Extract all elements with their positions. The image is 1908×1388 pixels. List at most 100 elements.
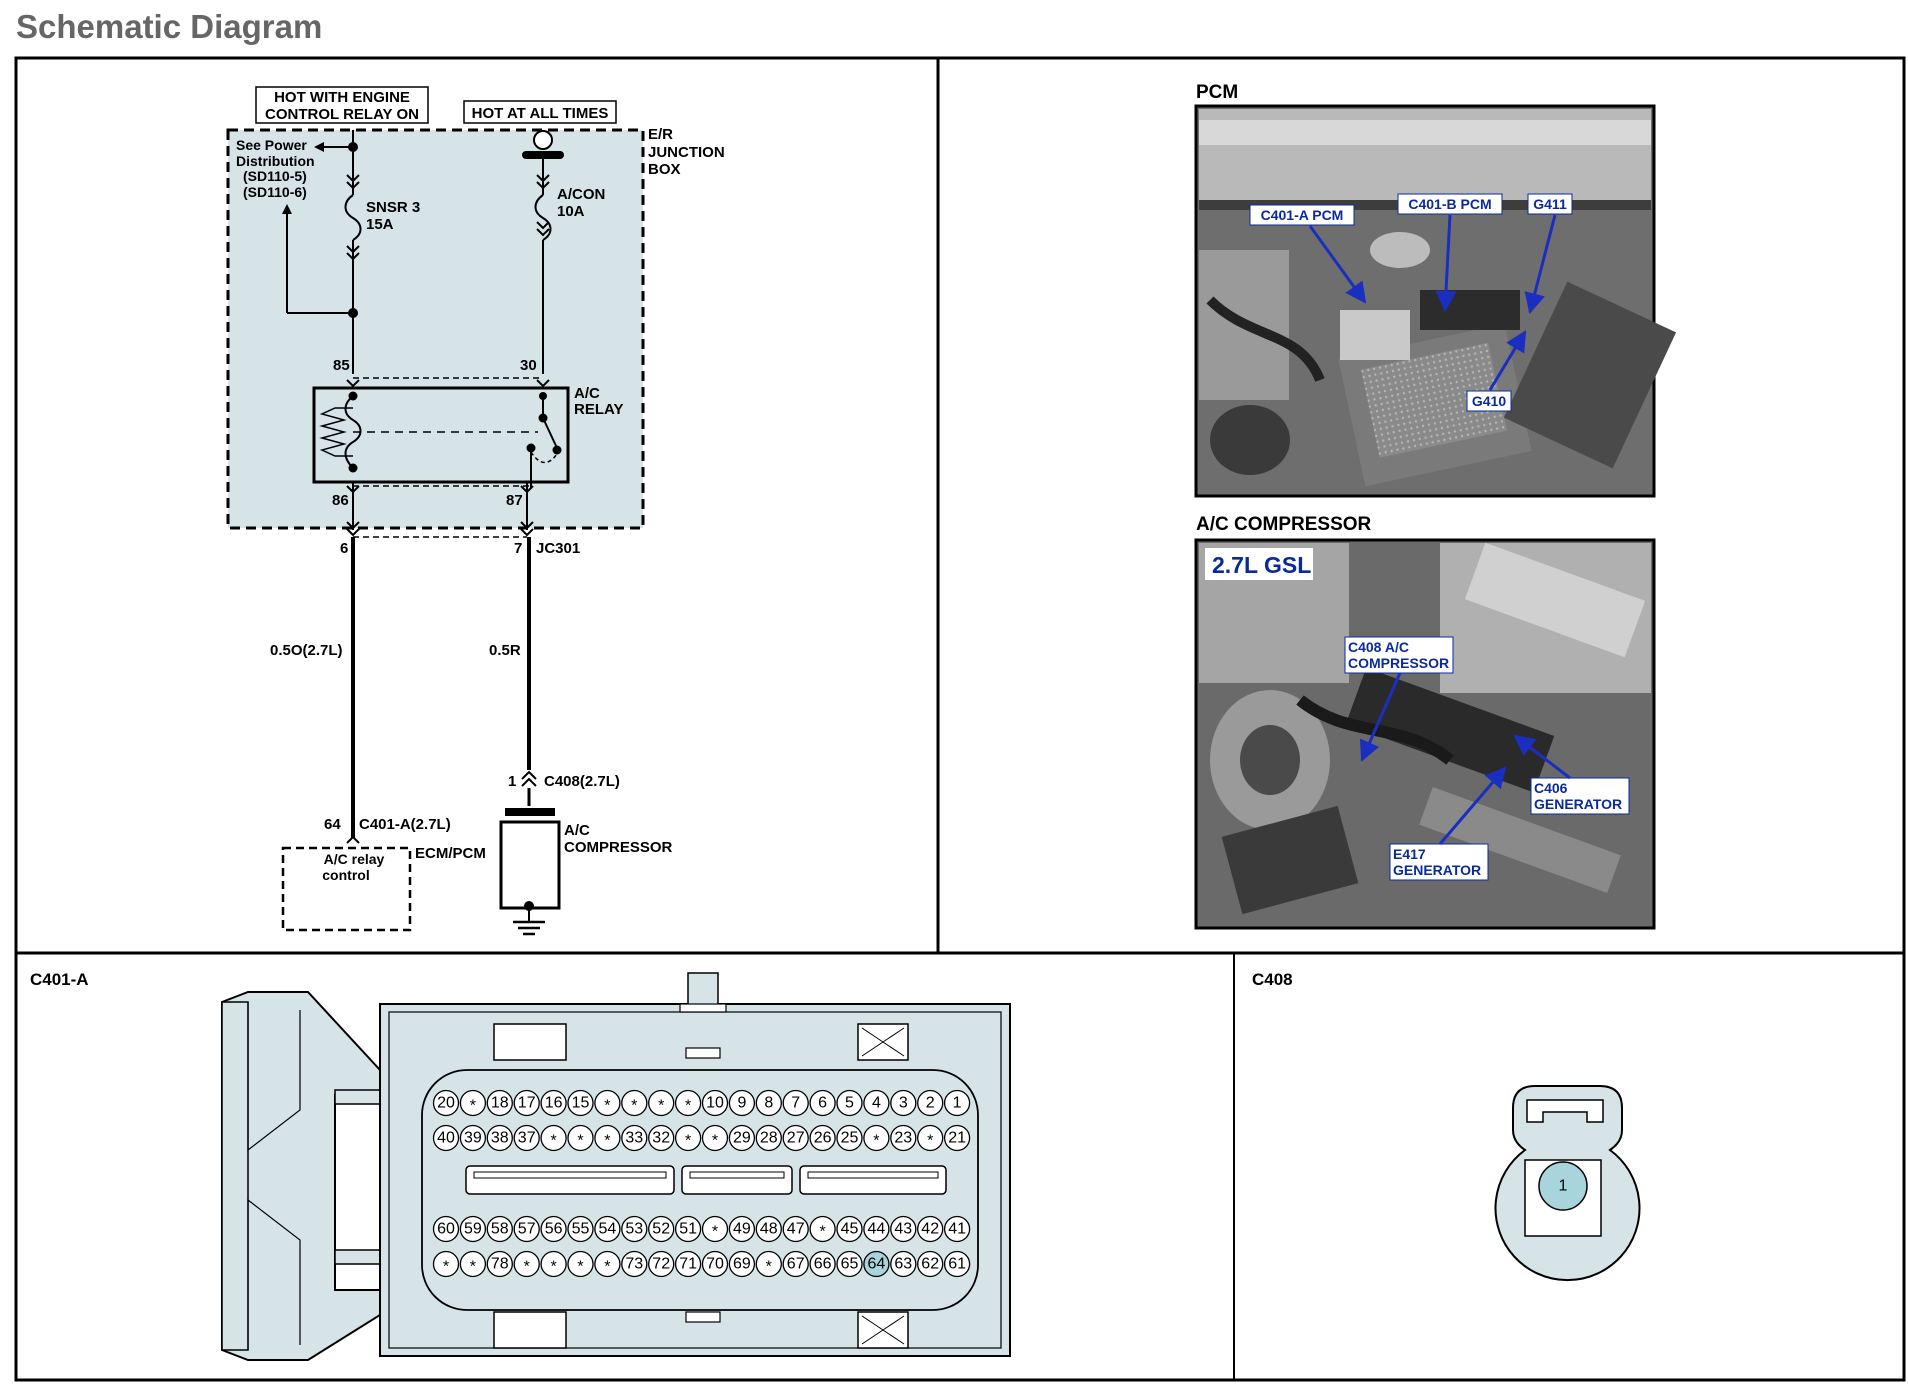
c401a-pin — [486, 1124, 513, 1152]
engine-tag: 2.7L GSL — [1212, 552, 1311, 578]
ecm-pcm-label: ECM/PCM — [415, 845, 486, 862]
c401a-pin — [567, 1124, 594, 1152]
see-power-line1: See Power — [236, 137, 307, 153]
c401a-pin — [917, 1215, 944, 1243]
compressor-clutch — [505, 808, 555, 816]
c401a-pin-label: 21 — [948, 1130, 966, 1147]
c401a-pcm-label: C401-A PCM — [1261, 207, 1344, 223]
c401-schematic-label: C401-A(2.7L) — [359, 816, 451, 833]
c401a-pin — [836, 1089, 863, 1117]
c401a-pin — [621, 1250, 648, 1278]
terminal-6: 6 — [340, 540, 348, 557]
terminal-7: 7 — [514, 540, 522, 557]
c401a-pin-label: * — [658, 1098, 664, 1115]
c401a-pin — [594, 1250, 621, 1278]
compressor-line1: A/C — [564, 822, 590, 839]
wiring-schematic: HOT WITH ENGINE CONTROL RELAY ON HOT AT … — [226, 86, 725, 936]
c401a-pin-label: * — [712, 1224, 718, 1241]
c401a-pin-label: 55 — [572, 1221, 590, 1238]
c401a-pin-label: * — [712, 1133, 718, 1150]
c408-schematic-label: C408(2.7L) — [544, 773, 620, 790]
c401a-pin-label: * — [550, 1259, 556, 1276]
c401a-pin-label: 51 — [679, 1221, 697, 1238]
c401a-pin-label: * — [685, 1098, 691, 1115]
c401a-pin-label: 58 — [491, 1221, 509, 1238]
c401a-pin-label: * — [577, 1133, 583, 1150]
c401a-pin — [486, 1250, 513, 1278]
c401a-pin-label: 49 — [733, 1221, 751, 1238]
c401a-pin — [701, 1089, 729, 1117]
c401a-pin-label: 32 — [652, 1130, 670, 1147]
c401a-pin-label: * — [470, 1098, 476, 1115]
c401a-pin — [890, 1215, 917, 1243]
c401a-pin-label: 26 — [814, 1130, 832, 1147]
c401a-pin — [432, 1215, 460, 1243]
ac-compressor-photo-panel: A/C COMPRESSOR 2.7L GSL C408 A/C COMPRES… — [1194, 514, 1656, 930]
c401a-pin — [836, 1215, 863, 1243]
c401a-pin-label: 78 — [491, 1256, 509, 1273]
c401a-pin — [621, 1124, 648, 1152]
fuse1-amp: 15A — [366, 216, 394, 233]
c401a-pin — [701, 1124, 729, 1152]
c401a-pin — [459, 1124, 487, 1152]
c401a-pin-label: 54 — [599, 1221, 617, 1238]
ac-compressor-symbol — [499, 820, 561, 910]
e417-label-line1: E417 — [1393, 846, 1426, 862]
c401a-pin-label: 9 — [737, 1095, 746, 1112]
c401a-pin — [728, 1124, 756, 1152]
c401a-title: C401-A — [30, 970, 89, 989]
c401a-pin-label: 62 — [921, 1256, 939, 1273]
c401a-pin — [674, 1250, 702, 1278]
pin-86: 86 — [332, 492, 349, 509]
c401a-pin-label: * — [766, 1259, 772, 1276]
hot-engine-line2: CONTROL RELAY ON — [265, 106, 419, 123]
c401a-pin — [674, 1215, 702, 1243]
page-title: Schematic Diagram — [16, 8, 323, 45]
c401a-pin — [943, 1250, 971, 1278]
c401a-pin — [594, 1215, 621, 1243]
c401a-pin — [432, 1089, 460, 1117]
c401a-pin-label: 1 — [953, 1095, 962, 1112]
c401a-pin-label: 53 — [625, 1221, 643, 1238]
c406-label-line1: C406 — [1534, 780, 1568, 796]
c401a-pin — [486, 1215, 513, 1243]
c401a-pin — [567, 1215, 594, 1243]
junction-line3: BOX — [648, 161, 681, 178]
c401a-pin — [809, 1250, 836, 1278]
c401a-pin — [782, 1250, 809, 1278]
c401a-pin — [432, 1124, 460, 1152]
c401a-pin-label: 45 — [841, 1221, 859, 1238]
c401a-pin — [755, 1124, 782, 1152]
ac-compressor-title: A/C COMPRESSOR — [1196, 514, 1372, 535]
c401a-pin-label: 18 — [491, 1095, 509, 1112]
hot-all-times-box — [463, 100, 617, 124]
c401a-pin — [782, 1124, 809, 1152]
ecm-text-line2: control — [322, 867, 369, 883]
c401a-pin-label: 25 — [841, 1130, 859, 1147]
hot-engine-line1: HOT WITH ENGINE — [274, 89, 410, 106]
c401a-pin-label: 10 — [706, 1095, 724, 1112]
c401a-pin — [432, 1250, 460, 1278]
c401a-pin-label: 29 — [733, 1130, 751, 1147]
c401a-pin — [648, 1089, 675, 1117]
c401a-pin — [890, 1124, 917, 1152]
c401a-pin — [459, 1250, 487, 1278]
c401a-pin — [513, 1215, 540, 1243]
c401a-pin — [890, 1089, 917, 1117]
pin-64: 64 — [324, 816, 341, 833]
c401a-pin-label: 5 — [845, 1095, 854, 1112]
c401a-pin-label: 8 — [764, 1095, 773, 1112]
c401a-pin-label: * — [577, 1259, 583, 1276]
c401a-pin-label: 73 — [625, 1256, 643, 1273]
c401a-pin-label: 37 — [518, 1130, 536, 1147]
c401a-pin — [755, 1089, 782, 1117]
c401a-pin — [863, 1089, 890, 1117]
c401a-pin — [701, 1250, 729, 1278]
see-power-line3: (SD110-5) — [243, 168, 307, 184]
c401a-pin — [890, 1250, 917, 1278]
c401a-pin-label: 41 — [948, 1221, 966, 1238]
c401a-pin-label: 48 — [760, 1221, 778, 1238]
junction-line1: E/R — [648, 126, 673, 143]
c401a-pin — [459, 1089, 487, 1117]
